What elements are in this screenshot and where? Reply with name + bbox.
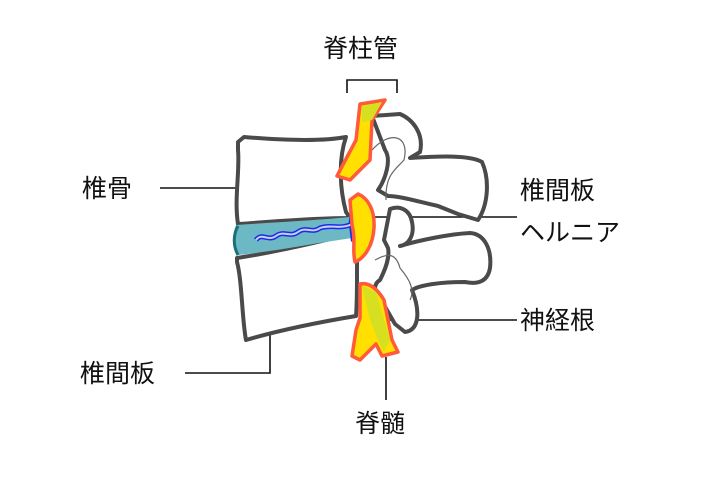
- upper-process: [370, 112, 489, 222]
- lower-process: [373, 205, 493, 334]
- label-nerve-root: 神経根: [520, 306, 596, 335]
- spinal-cord: [335, 98, 400, 362]
- label-vertebra: 椎骨: [82, 174, 133, 203]
- spinal-canal-bracket: [346, 79, 398, 93]
- label-herniation-line1: 椎間板: [520, 176, 596, 205]
- vertebra-processes: [370, 112, 493, 334]
- label-spinal-canal: 脊柱管: [323, 34, 399, 63]
- upper-vertebral-body: [234, 135, 352, 226]
- vertebral-bodies: [234, 135, 360, 342]
- label-herniation-line2: ヘルニア: [520, 218, 621, 247]
- facet-lines: [371, 137, 413, 301]
- label-spinal-cord: 脊髄: [355, 409, 406, 438]
- label-disc: 椎間板: [80, 359, 156, 388]
